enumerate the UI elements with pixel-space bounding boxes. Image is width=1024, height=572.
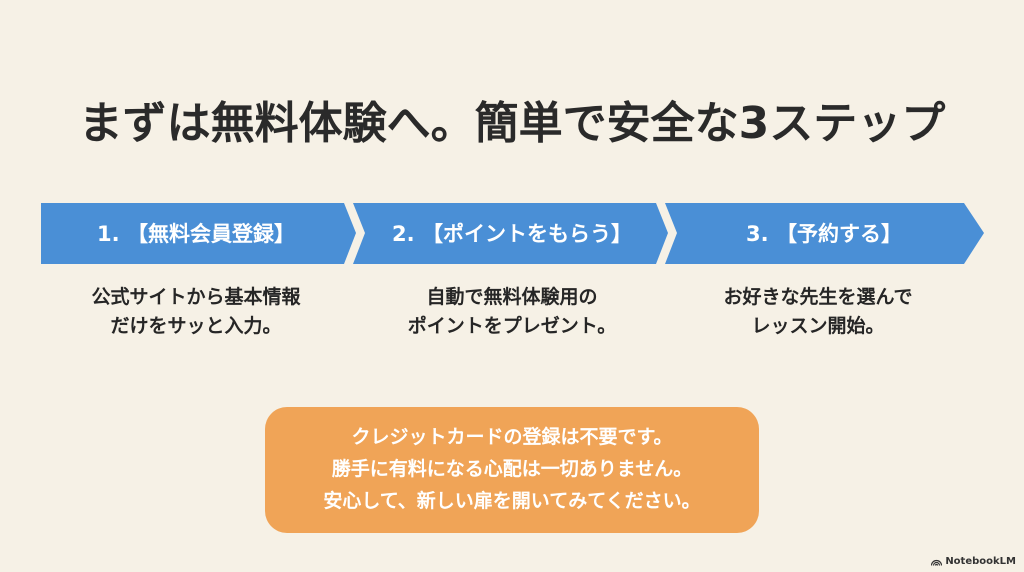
step-2-description-line: ポイントをプレゼント。: [407, 315, 617, 337]
step-2-description-line: 自動で無料体験用の: [426, 286, 598, 308]
page-title: まずは無料体験へ。簡単で安全な3ステップ: [78, 98, 946, 150]
step-1-label: 1. 【無料会員登録】: [97, 222, 295, 246]
notebooklm-logo-icon: [931, 559, 943, 566]
brand-label: NotebookLM: [945, 556, 1016, 567]
step-2-label: 2. 【ポイントをもらう】: [392, 222, 632, 246]
notice-line: 勝手に有料になる心配は一切ありません。: [331, 458, 693, 480]
notice-line: 安心して、新しい扉を開いてみてください。: [323, 490, 701, 512]
no-credit-card-notice: クレジットカードの登録は不要です。 勝手に有料になる心配は一切ありません。 安心…: [265, 407, 759, 533]
step-2-description: 自動で無料体験用の ポイントをプレゼント。: [357, 283, 667, 341]
notice-line: クレジットカードの登録は不要です。: [351, 426, 673, 448]
step-3-description-line: お好きな先生を選んで: [723, 286, 913, 308]
step-3-description: お好きな先生を選んで レッスン開始。: [663, 283, 973, 341]
step-2-chevron: [353, 203, 668, 264]
step-1-description: 公式サイトから基本情報 だけをサッと入力。: [41, 283, 351, 341]
step-1-description-line: 公式サイトから基本情報: [91, 286, 301, 308]
step-3-label: 3. 【予約する】: [746, 222, 902, 246]
step-3-description-line: レッスン開始。: [751, 315, 885, 337]
step-1-chevron: [41, 203, 356, 264]
step-1-description-line: だけをサッと入力。: [110, 315, 282, 337]
brand-watermark: NotebookLM: [931, 556, 1016, 567]
step-3-chevron: [665, 203, 984, 264]
